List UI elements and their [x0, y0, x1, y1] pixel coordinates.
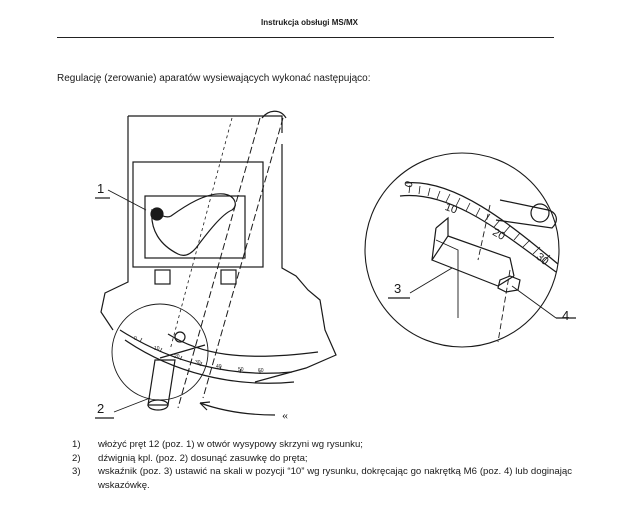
outlet-opening — [151, 193, 236, 256]
small-scale-label-6: 60 — [258, 368, 264, 374]
scale-band — [119, 329, 293, 374]
small-scale-label-3: 30 — [195, 360, 201, 366]
callout-4: 4 — [562, 308, 569, 323]
callout-2: 2 — [97, 401, 104, 416]
small-scale-label-4: 40 — [216, 364, 222, 370]
callout-1: 1 — [97, 181, 104, 196]
step-text: włożyć pręt 12 (poz. 1) w otwór wysypowy… — [98, 439, 363, 450]
step-number: 2) — [72, 452, 81, 464]
document-header-title: Instrukcja obsługi MS/MX — [261, 18, 358, 27]
step-number: 1) — [72, 439, 81, 450]
detail-scale-arc — [404, 182, 559, 265]
scale-label-0: 0 — [403, 180, 416, 190]
small-scale-label-5: 50 — [238, 367, 244, 373]
step-item: 2) dźwignią kpl. (poz. 2) dosunąć zasuwk… — [72, 452, 572, 466]
instruction-steps: 1) włożyć pręt 12 (poz. 1) w otwór wysyp… — [72, 438, 572, 492]
detail-rod-end — [530, 203, 550, 223]
lever-knob — [174, 331, 186, 343]
small-scale-label-1: 10 — [154, 346, 160, 352]
inner-box — [132, 161, 264, 268]
scale-label-30: 30 — [534, 251, 551, 268]
callout-3: 3 — [394, 281, 401, 296]
detail-circle — [364, 152, 560, 348]
scale-label-20: 20 — [490, 226, 507, 243]
housing-right-edge — [254, 144, 337, 383]
small-scale-label-2: 20 — [174, 354, 180, 360]
step-number: 3) — [72, 466, 81, 477]
small-scale-ticks — [139, 337, 261, 374]
small-scale-label-0: 0 — [134, 336, 137, 342]
intro-text: Regulację (zerowanie) aparatów wysiewają… — [57, 73, 371, 84]
direction-arrow — [199, 402, 276, 416]
step-text: dźwignią kpl. (poz. 2) dosunąć zasuwkę d… — [98, 452, 308, 464]
block-right — [220, 269, 237, 285]
step-text: wskaźnik (poz. 3) ustawić na skali w poz… — [98, 466, 572, 491]
detail-scale-ticks — [408, 184, 551, 263]
pointer-plate — [431, 216, 515, 287]
scale-label-10: 10 — [443, 201, 459, 216]
header-rule — [57, 37, 554, 38]
housing-outline — [100, 115, 283, 331]
block-left — [154, 269, 171, 285]
rod-hole — [150, 207, 164, 221]
direction-mark: « — [282, 408, 288, 422]
step-item: 3) wskaźnik (poz. 3) ustawić na skali w … — [72, 465, 572, 492]
step-item: 1) włożyć pręt 12 (poz. 1) w otwór wysyp… — [72, 438, 572, 452]
rod-top — [261, 110, 287, 119]
lever-handle — [147, 359, 176, 406]
